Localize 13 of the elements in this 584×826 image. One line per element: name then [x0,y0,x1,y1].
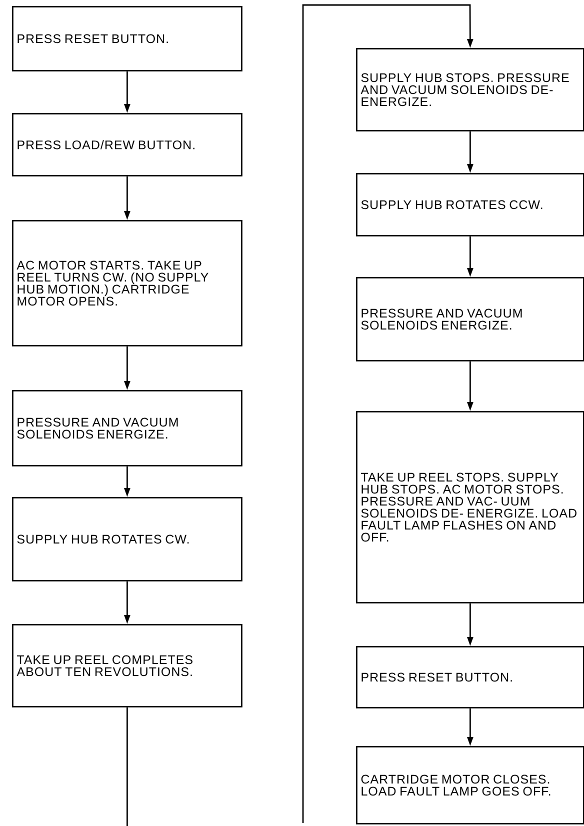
arrow [302,4,474,823]
process-box: PRESS RESET BUTTON. [356,646,584,708]
process-box: PRESS RESET BUTTON. [12,6,242,72]
process-box: SUPPLY HUB ROTATES CW. [12,497,242,582]
process-box: PRESSURE AND VACUUM SOLENOIDS ENERGIZE. [356,277,584,362]
process-box: CARTRIDGE MOTOR CLOSES. LOAD FAULT LAMP GOES OFF. [356,746,584,824]
process-box: PRESS LOAD/REW BUTTON. [12,113,242,176]
process-box: PRESSURE AND VACUUM SOLENOIDS ENERGIZE. [12,390,242,466]
process-box: SUPPLY HUB ROTATES CCW. [356,173,584,236]
process-box: TAKE UP REEL STOPS. SUPPLY HUB STOPS. AC MOTOR STOPS. PRESSURE AND VAC- UUM SOLENOIDS DE- ENERGIZE. LOAD FAULT LAMP FLASHES ON AND OFF. [356,411,584,604]
process-box: SUPPLY HUB STOPS. PRESSURE AND VACUUM SOLENOIDS DE-ENERGIZE. [356,48,584,132]
process-box: AC MOTOR STARTS. TAKE UP REEL TURNS CW. (NO SUPPLY HUB MOTION.) CARTRIDGE MOTOR OPENS. [12,220,242,346]
process-box: TAKE UP REEL COMPLETES ABOUT TEN REVOLUTIONS. [12,624,242,708]
